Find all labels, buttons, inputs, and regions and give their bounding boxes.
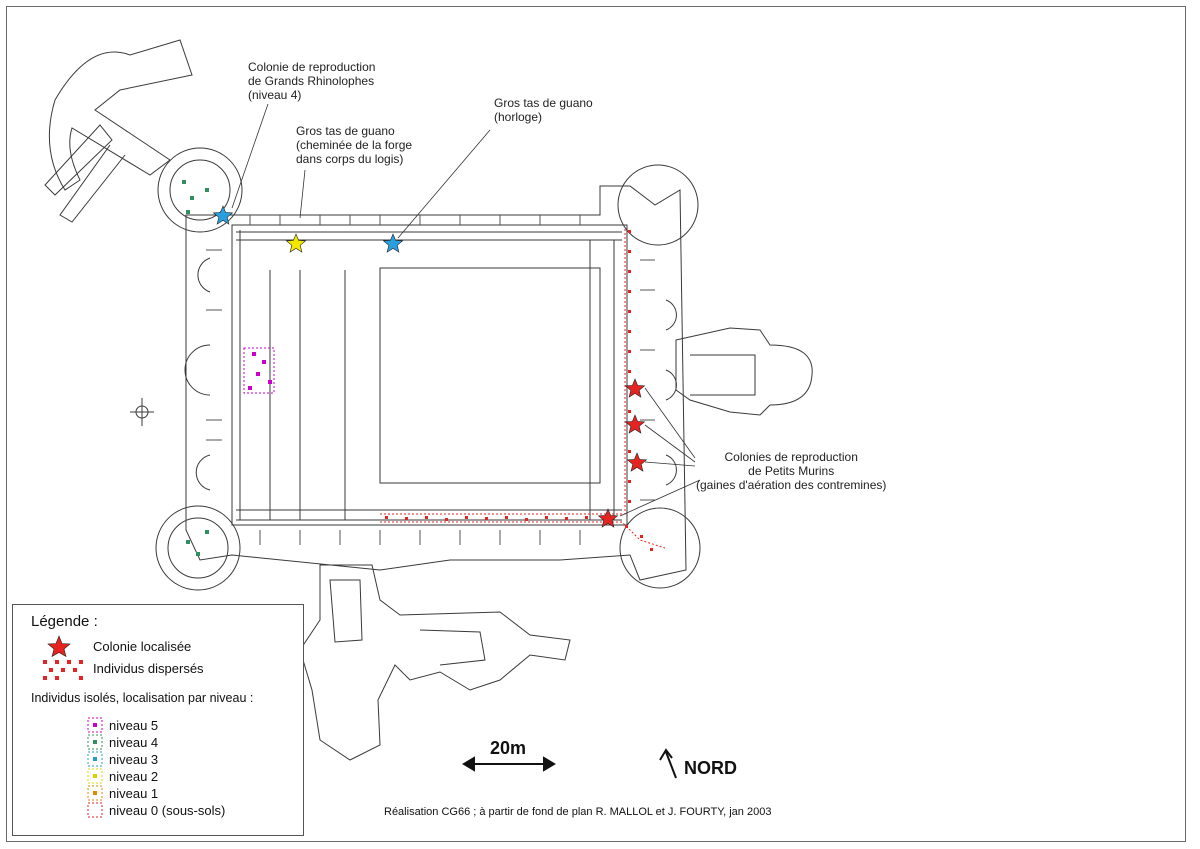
annotation-guano-horloge: Gros tas de guano (horloge) (494, 96, 593, 124)
legend-disperses-label: Individus dispersés (93, 661, 204, 676)
annotation-petits-murins: Colonies de reproduction de Petits Murin… (696, 450, 887, 492)
legend-level-5: niveau 5 (109, 718, 159, 733)
north-label: NORD (684, 758, 737, 778)
legend-level-4: niveau 4 (109, 735, 159, 750)
legend-title: Légende : (31, 613, 98, 630)
colony-star-red-3 (626, 452, 648, 472)
map-frame (6, 6, 1186, 842)
legend-level-2: niveau 2 (109, 769, 159, 784)
level-1-icon (87, 785, 103, 801)
colony-star-red-4 (597, 508, 619, 528)
colony-star-yellow (285, 233, 307, 253)
legend-level-3: niveau 3 (109, 752, 159, 767)
colony-star-blue-nw (212, 205, 234, 225)
north-arrow-icon (659, 748, 677, 779)
bastion-sw (155, 505, 241, 591)
scale-bar (462, 756, 556, 772)
bastion-ne (617, 164, 699, 246)
level-2-icon (87, 768, 103, 784)
colony-star-red-1 (624, 378, 646, 398)
nw-outwork (48, 39, 193, 191)
colony-star-blue-horloge (382, 233, 404, 253)
central-court (379, 267, 601, 484)
level-0-icon (87, 802, 103, 818)
colony-star-red-2 (624, 414, 646, 434)
legend: Légende : Colonie localisée Individus di… (12, 604, 304, 836)
legend-level-0: niveau 0 (sous-sols) (109, 803, 226, 818)
scale-label: 20m (490, 738, 527, 758)
legend-colonie-label: Colonie localisée (93, 639, 192, 654)
east-chapel (675, 327, 813, 416)
annotation-grands-rhinolophes: Colonie de reproduction de Grands Rhinol… (248, 60, 376, 102)
south-outwork (299, 564, 571, 761)
level-5-icon (87, 717, 103, 733)
star-icon (47, 635, 71, 657)
legend-isoles-header: Individus isolés, localisation par nivea… (31, 691, 254, 705)
level-3-icon (87, 751, 103, 767)
outer-wall (185, 185, 687, 581)
credit-text: Réalisation CG66 ; à partir de fond de p… (384, 806, 772, 818)
legend-level-1: niveau 1 (109, 786, 159, 801)
bastion-nw (157, 147, 243, 233)
level-4-icon (87, 734, 103, 750)
annotation-guano-forge: Gros tas de guano (cheminée de la forge … (296, 124, 413, 166)
inner-courtyard-wall (231, 224, 628, 526)
bastion-se (619, 507, 701, 589)
dotted-symbol-icon (43, 660, 83, 680)
